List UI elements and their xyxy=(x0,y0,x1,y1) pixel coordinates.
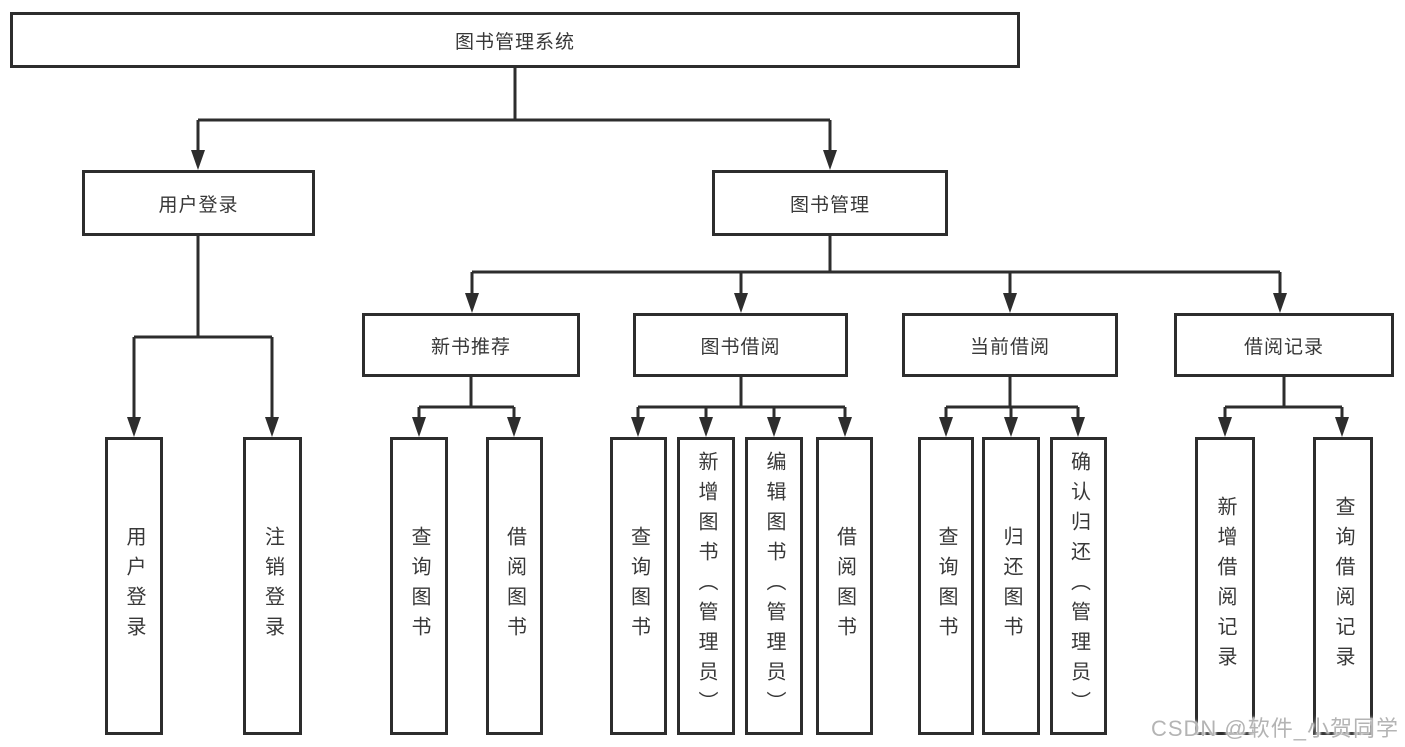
node-new-book-recommendation: 新书推荐 xyxy=(362,313,580,377)
leaf-br-query-record-label: 查询借阅记录 xyxy=(1332,496,1354,676)
leaf-br-add-record: 新增借阅记录 xyxy=(1195,437,1255,735)
leaf-user-login-label: 用户登录 xyxy=(123,526,145,646)
leaf-bb-query-books-label: 查询图书 xyxy=(627,526,650,646)
node-book-borrowing: 图书借阅 xyxy=(633,313,848,377)
leaf-bb-edit-books-admin-label: 编辑图书（管理员） xyxy=(763,451,785,721)
csdn-watermark: CSDN @软件_小贺同学 xyxy=(1150,716,1399,741)
arrowheads xyxy=(127,150,1349,437)
node-user-login-label: 用户登录 xyxy=(158,194,239,216)
leaf-nbr-borrow-books: 借阅图书 xyxy=(486,437,543,735)
leaf-cb-return-books: 归还图书 xyxy=(982,437,1040,735)
node-root: 图书管理系统 xyxy=(10,12,1020,68)
node-borrowing-records-label: 借阅记录 xyxy=(1243,336,1324,358)
leaf-bb-add-books-admin-label: 新增图书（管理员） xyxy=(695,451,717,721)
leaf-bb-query-books: 查询图书 xyxy=(610,437,667,735)
leaf-bb-add-books-admin: 新增图书（管理员） xyxy=(677,437,735,735)
node-root-label: 图书管理系统 xyxy=(454,31,575,53)
leaf-bb-borrow-books: 借阅图书 xyxy=(816,437,873,735)
node-user-login: 用户登录 xyxy=(82,170,315,236)
leaf-user-login: 用户登录 xyxy=(105,437,163,735)
node-borrowing-records: 借阅记录 xyxy=(1174,313,1394,377)
leaf-br-add-record-label: 新增借阅记录 xyxy=(1214,496,1236,676)
leaf-cb-confirm-return-admin: 确认归还（管理员） xyxy=(1050,437,1107,735)
leaf-bb-borrow-books-label: 借阅图书 xyxy=(833,526,856,646)
leaf-logout: 注销登录 xyxy=(243,437,302,735)
leaf-nbr-query-books: 查询图书 xyxy=(390,437,448,735)
node-book-management: 图书管理 xyxy=(712,170,948,236)
leaf-nbr-query-books-label: 查询图书 xyxy=(408,526,430,646)
leaf-br-query-record: 查询借阅记录 xyxy=(1313,437,1373,735)
leaf-cb-query-books: 查询图书 xyxy=(918,437,974,735)
node-current-borrowing-label: 当前借阅 xyxy=(969,336,1050,358)
leaf-cb-confirm-return-admin-label: 确认归还（管理员） xyxy=(1067,451,1090,721)
leaf-logout-label: 注销登录 xyxy=(261,526,284,646)
node-new-book-recommendation-label: 新书推荐 xyxy=(430,336,511,358)
node-book-borrowing-label: 图书借阅 xyxy=(700,336,781,358)
node-book-management-label: 图书管理 xyxy=(789,194,870,216)
leaf-bb-edit-books-admin: 编辑图书（管理员） xyxy=(745,437,803,735)
leaf-cb-return-books-label: 归还图书 xyxy=(1000,526,1022,646)
leaf-nbr-borrow-books-label: 借阅图书 xyxy=(503,526,526,646)
leaf-cb-query-books-label: 查询图书 xyxy=(935,526,957,646)
node-current-borrowing: 当前借阅 xyxy=(902,313,1118,377)
